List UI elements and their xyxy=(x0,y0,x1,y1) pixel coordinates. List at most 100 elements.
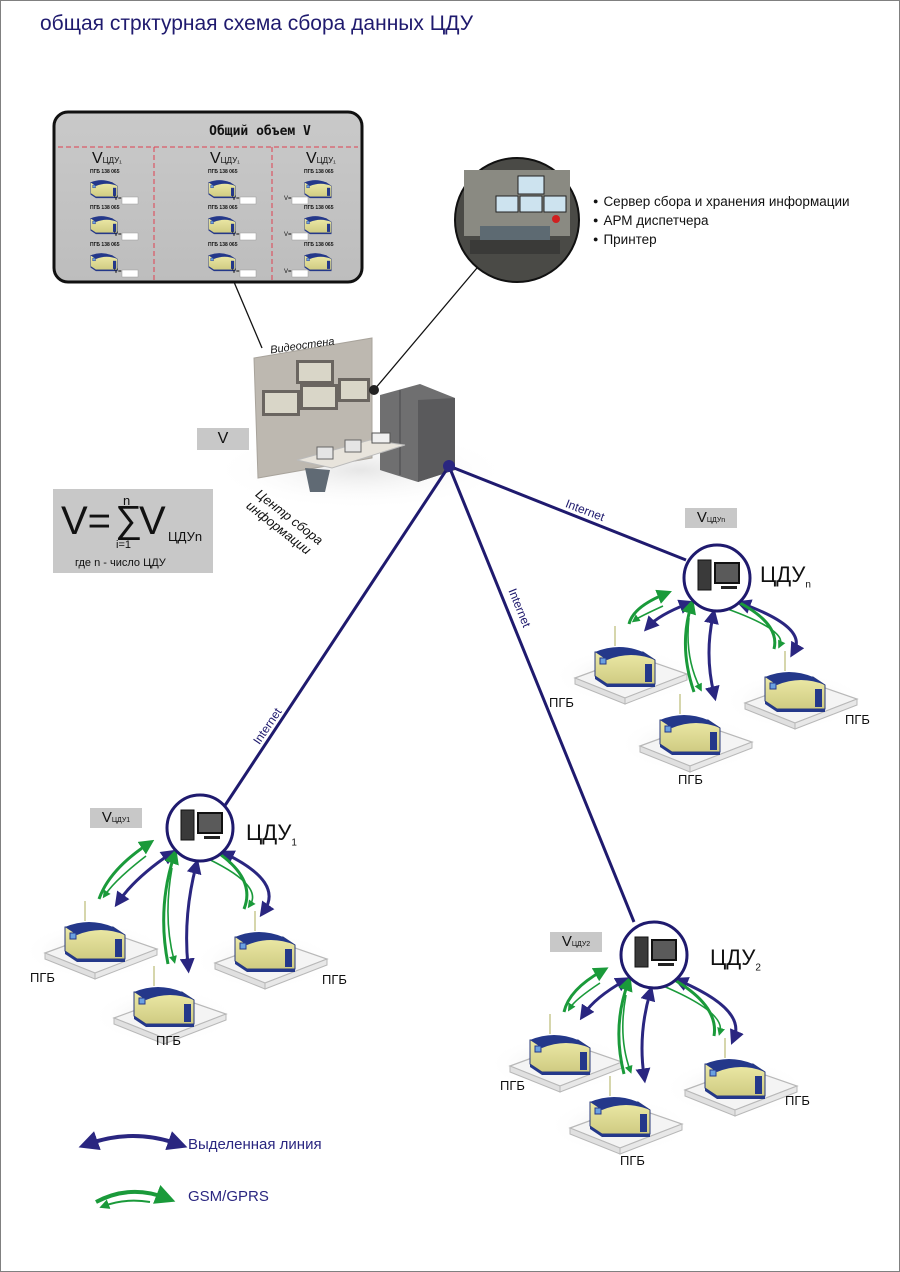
column-volume-label: VЦДУ₁ xyxy=(306,150,336,167)
pc-tower-icon xyxy=(634,936,649,968)
formula-sigma: ∑ xyxy=(115,499,143,541)
cdu-index: 2 xyxy=(755,962,761,974)
cdu-volume-box: VЦДУ1 xyxy=(90,808,142,828)
gas-station-icon xyxy=(208,180,236,199)
station-tag: ПГБ 138 065 xyxy=(208,242,238,248)
station-volume-field[interactable] xyxy=(291,196,309,205)
station-volume-label: V= xyxy=(114,269,122,275)
gas-station-icon xyxy=(683,1038,799,1117)
legend-dedicated-arrow xyxy=(78,1131,188,1151)
station-label: ПГБ xyxy=(30,970,55,985)
gas-station-icon xyxy=(304,180,332,199)
gas-station-icon xyxy=(304,216,332,235)
station-volume-field[interactable] xyxy=(239,196,257,205)
control-room-item: Принтер xyxy=(593,231,850,250)
overview-heading: Общий объем V xyxy=(209,124,311,139)
gsm-arrow xyxy=(162,848,179,965)
gas-station-icon xyxy=(90,180,118,199)
station-volume-label: V= xyxy=(232,269,240,275)
gsm-arrow-return xyxy=(102,855,147,899)
gas-station-icon xyxy=(508,1014,624,1093)
column-volume-sub: ЦДУ₁ xyxy=(102,156,122,165)
cdu-index: n xyxy=(805,579,811,591)
station-label: ПГБ xyxy=(500,1078,525,1093)
station-volume-label: V= xyxy=(232,232,240,238)
gas-station-icon xyxy=(304,253,332,272)
gsm-arrow xyxy=(627,589,672,625)
station-volume-label: V= xyxy=(232,196,240,202)
cdu-volume-sub: ЦДУ1 xyxy=(111,817,131,824)
gsm-arrow-return xyxy=(655,982,725,1036)
station-tag: ПГБ 138 065 xyxy=(90,205,120,211)
station-volume-field[interactable] xyxy=(239,232,257,241)
station-volume-field[interactable] xyxy=(239,269,257,278)
station-label: ПГБ xyxy=(549,695,574,710)
formula-lower: i=1 xyxy=(116,539,131,551)
page-title: общая стрктурная схема сбора данных ЦДУ xyxy=(40,12,474,35)
link-to-cdu-1 xyxy=(220,465,451,811)
formula-lhs: V= xyxy=(61,499,112,543)
station-tag: ПГБ 138 065 xyxy=(304,205,334,211)
cluster-cdu-2 xyxy=(488,920,807,1155)
station-volume-field[interactable] xyxy=(121,232,139,241)
station-label: ПГБ xyxy=(322,972,347,987)
cdu-name: ЦДУn xyxy=(760,562,811,591)
videowall-connector xyxy=(233,281,263,349)
station-tag: ПГБ 138 065 xyxy=(208,169,238,175)
gsm-arrow-return xyxy=(622,994,633,1074)
gsm-arrow-return xyxy=(167,867,177,964)
dedicated-line-arrow xyxy=(179,858,202,974)
dedicated-line-arrow xyxy=(114,849,177,908)
station-volume-label: V= xyxy=(284,196,292,202)
gsm-arrow xyxy=(97,839,155,900)
station-volume-label: V= xyxy=(114,196,122,202)
cdu-index: 1 xyxy=(291,837,297,849)
station-volume-field[interactable] xyxy=(291,269,309,278)
dispatch-center-illustration xyxy=(210,337,510,510)
gas-station-icon xyxy=(573,626,689,705)
dedicated-line-arrow xyxy=(643,599,694,632)
gsm-arrow xyxy=(681,598,696,693)
station-volume-label: V= xyxy=(284,232,292,238)
link-to-cdu-n xyxy=(448,464,687,562)
column-volume-label: VЦДУ₁ xyxy=(92,150,122,167)
legend-gsm-label: GSM/GPRS xyxy=(188,1188,269,1205)
station-tag: ПГБ 138 065 xyxy=(304,242,334,248)
cluster-cdu-n xyxy=(553,543,867,773)
station-volume-label: V= xyxy=(114,232,122,238)
dedicated-line-arrow xyxy=(219,850,275,918)
station-tag: ПГБ 138 065 xyxy=(208,205,238,211)
station-label: ПГБ xyxy=(845,712,870,727)
station-tag: ПГБ 138 065 xyxy=(90,169,120,175)
cdu-volume-sub: ЦДУn xyxy=(706,517,726,524)
gas-station-icon xyxy=(90,216,118,235)
pc-tower-icon xyxy=(180,809,195,841)
formula-upper: n xyxy=(123,493,131,508)
internet-links xyxy=(220,460,687,923)
cdu-volume-sub: ЦДУ2 xyxy=(571,941,591,948)
cluster-cdu-1 xyxy=(23,793,337,1045)
cdu-name: ЦДУ2 xyxy=(710,945,761,974)
formula-term-sub: ЦДУn xyxy=(168,529,203,544)
dedicated-line-arrow xyxy=(635,985,656,1084)
station-volume-field[interactable] xyxy=(121,269,139,278)
control-room-list: Сервер сбора и хранения информации АРМ д… xyxy=(593,193,850,250)
gsm-arrow-return xyxy=(718,605,786,649)
formula-term: V xyxy=(139,499,166,543)
cdu-name: ЦДУ1 xyxy=(246,820,297,849)
gsm-arrow xyxy=(617,975,633,1075)
station-tag: ПГБ 138 065 xyxy=(90,242,120,248)
total-volume-box: V xyxy=(197,428,249,450)
gas-station-icon xyxy=(208,253,236,272)
dedicated-line-arrow xyxy=(673,977,744,1045)
dedicated-line-arrow xyxy=(704,608,720,702)
control-room-item: Сервер сбора и хранения информации xyxy=(593,193,849,212)
station-volume-field[interactable] xyxy=(121,196,139,205)
gsm-arrow-return xyxy=(687,617,702,692)
cdu-volume-box: VЦДУ2 xyxy=(550,932,602,952)
station-volume-field[interactable] xyxy=(291,232,309,241)
dedicated-line-arrow xyxy=(579,977,631,1021)
station-tag: ПГБ 138 065 xyxy=(304,169,334,175)
column-volume-sub: ЦДУ₁ xyxy=(220,156,240,165)
